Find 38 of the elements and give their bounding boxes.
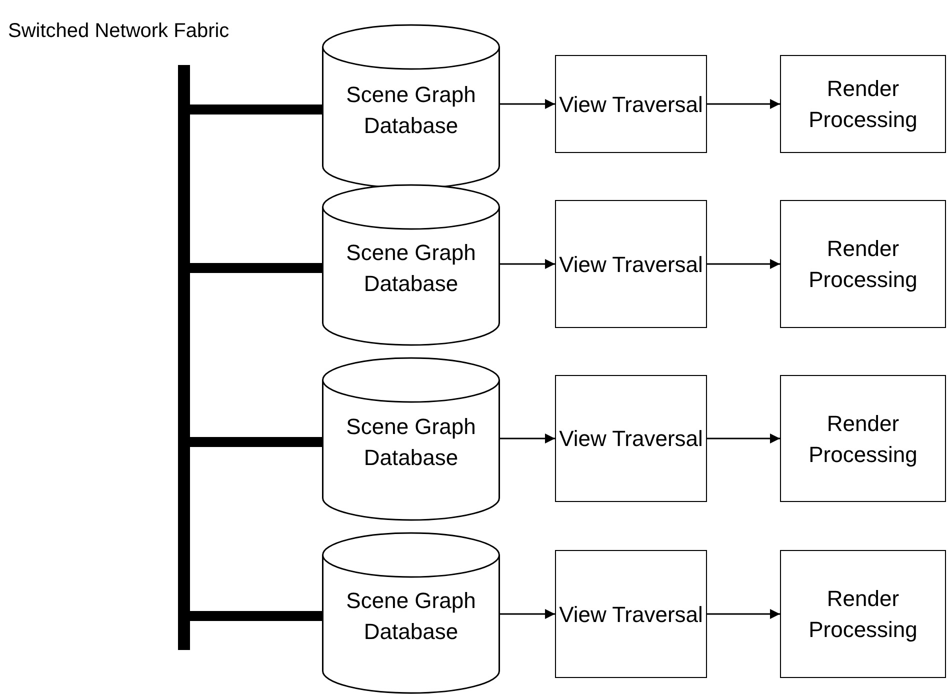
node-label: Scene Graph Database <box>345 239 477 298</box>
arrow <box>500 259 555 269</box>
network-link <box>190 104 322 114</box>
database-cylinder <box>322 533 500 693</box>
network-bar <box>178 65 190 650</box>
node-label: Scene Graph Database <box>345 80 477 140</box>
process-box <box>555 550 707 678</box>
database-cylinder <box>322 185 500 345</box>
arrow <box>500 434 555 444</box>
node-label: Render Processing <box>808 585 918 644</box>
node-label: Scene Graph Database <box>345 587 477 646</box>
node-label: Render Processing <box>808 235 918 294</box>
network-link <box>190 611 322 621</box>
process-box <box>555 55 707 153</box>
arrow <box>707 434 780 444</box>
node-label: Scene Graph Database <box>345 413 477 472</box>
process-box <box>555 200 707 328</box>
arrow <box>707 609 780 619</box>
process-box <box>780 55 946 153</box>
node-label: View Traversal <box>559 250 703 278</box>
node-label: View Traversal <box>559 600 703 628</box>
database-cylinder <box>322 25 500 188</box>
node-caption: Switched Network Fabric <box>8 20 230 43</box>
process-box <box>780 375 946 502</box>
process-box <box>555 375 707 502</box>
network-link <box>190 263 322 273</box>
node-label: Render Processing <box>808 75 918 134</box>
arrow <box>707 99 780 109</box>
node-label: View Traversal <box>559 425 703 453</box>
arrow <box>500 609 555 619</box>
arrow <box>500 99 555 109</box>
node-label: View Traversal <box>559 90 703 118</box>
process-box <box>780 550 946 678</box>
node-label: Render Processing <box>808 410 918 469</box>
arrow <box>707 259 780 269</box>
database-cylinder <box>322 358 500 520</box>
network-link <box>190 437 322 447</box>
process-box <box>780 200 946 328</box>
